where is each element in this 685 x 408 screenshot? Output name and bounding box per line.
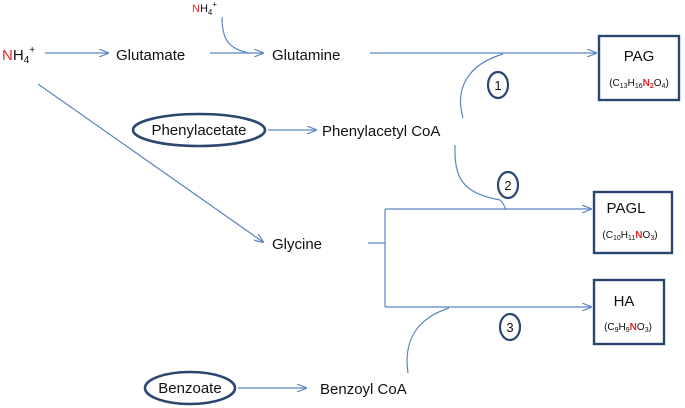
connector-nh4-into-glutamine (221, 16, 249, 54)
pagl-name: PAGL (607, 200, 646, 217)
nh4-label-left: NH4+ (2, 45, 35, 66)
pag-name: PAG (624, 48, 655, 65)
connector-step-3 (406, 307, 450, 374)
arrows (37, 16, 596, 388)
benzoate-label: Benzoate (158, 380, 221, 397)
arrow-nh4-to-glycine (37, 83, 263, 242)
glutamate-label: Glutamate (116, 47, 185, 64)
step-2-label: 2 (504, 178, 511, 193)
phenylacetyl-coa-label: Phenylacetyl CoA (322, 123, 440, 140)
pag-formula: (C13H16N2O4) (609, 78, 669, 90)
benzoyl-coa-label: Benzoyl CoA (320, 381, 407, 398)
pag-box (597, 34, 681, 102)
step-3-label: 3 (506, 320, 513, 335)
ha-formula: (C9H9NO3) (604, 322, 652, 334)
step-1-circle (486, 70, 510, 100)
benzoate-oval (143, 370, 237, 406)
connector-step-1 (459, 53, 504, 119)
step-1-label: 1 (494, 78, 501, 93)
glycine-label: Glycine (272, 236, 322, 253)
glutamine-label: Glutamine (272, 47, 340, 64)
step-2-circle (496, 170, 520, 200)
pagl-formula: (C10H11NO3) (602, 230, 657, 242)
ha-name: HA (614, 293, 635, 310)
ha-box (592, 278, 666, 346)
pagl-box (592, 190, 674, 255)
connector-step-2 (454, 144, 507, 211)
phenylacetate-label: Phenylacetate (151, 122, 246, 139)
step-3-circle (498, 312, 522, 342)
phenylacetate-oval (131, 112, 267, 148)
nh4-label-top: NH4+ (192, 0, 217, 17)
